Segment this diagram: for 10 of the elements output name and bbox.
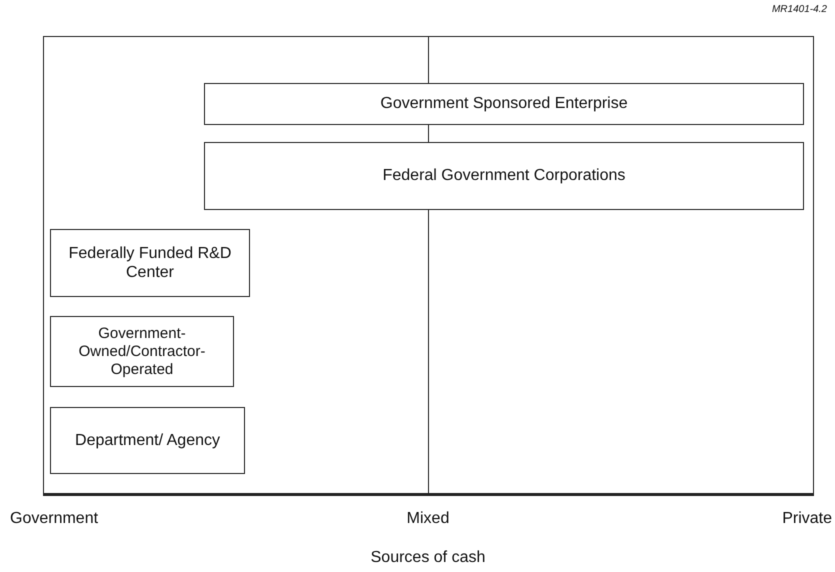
figure-id: MR1401-4.2 (772, 4, 827, 15)
axis-label: Private (782, 510, 832, 528)
category-box: Department/ Agency (50, 407, 245, 474)
category-box: Government- Owned/Contractor- Operated (50, 316, 234, 387)
category-box: Federal Government Corporations (204, 142, 804, 210)
axis-label: Government (10, 510, 98, 528)
category-box: Government Sponsored Enterprise (204, 83, 804, 125)
category-box: Federally Funded R&D Center (50, 229, 250, 297)
axis-title: Sources of cash (370, 549, 486, 567)
axis-label: Mixed (406, 510, 450, 528)
